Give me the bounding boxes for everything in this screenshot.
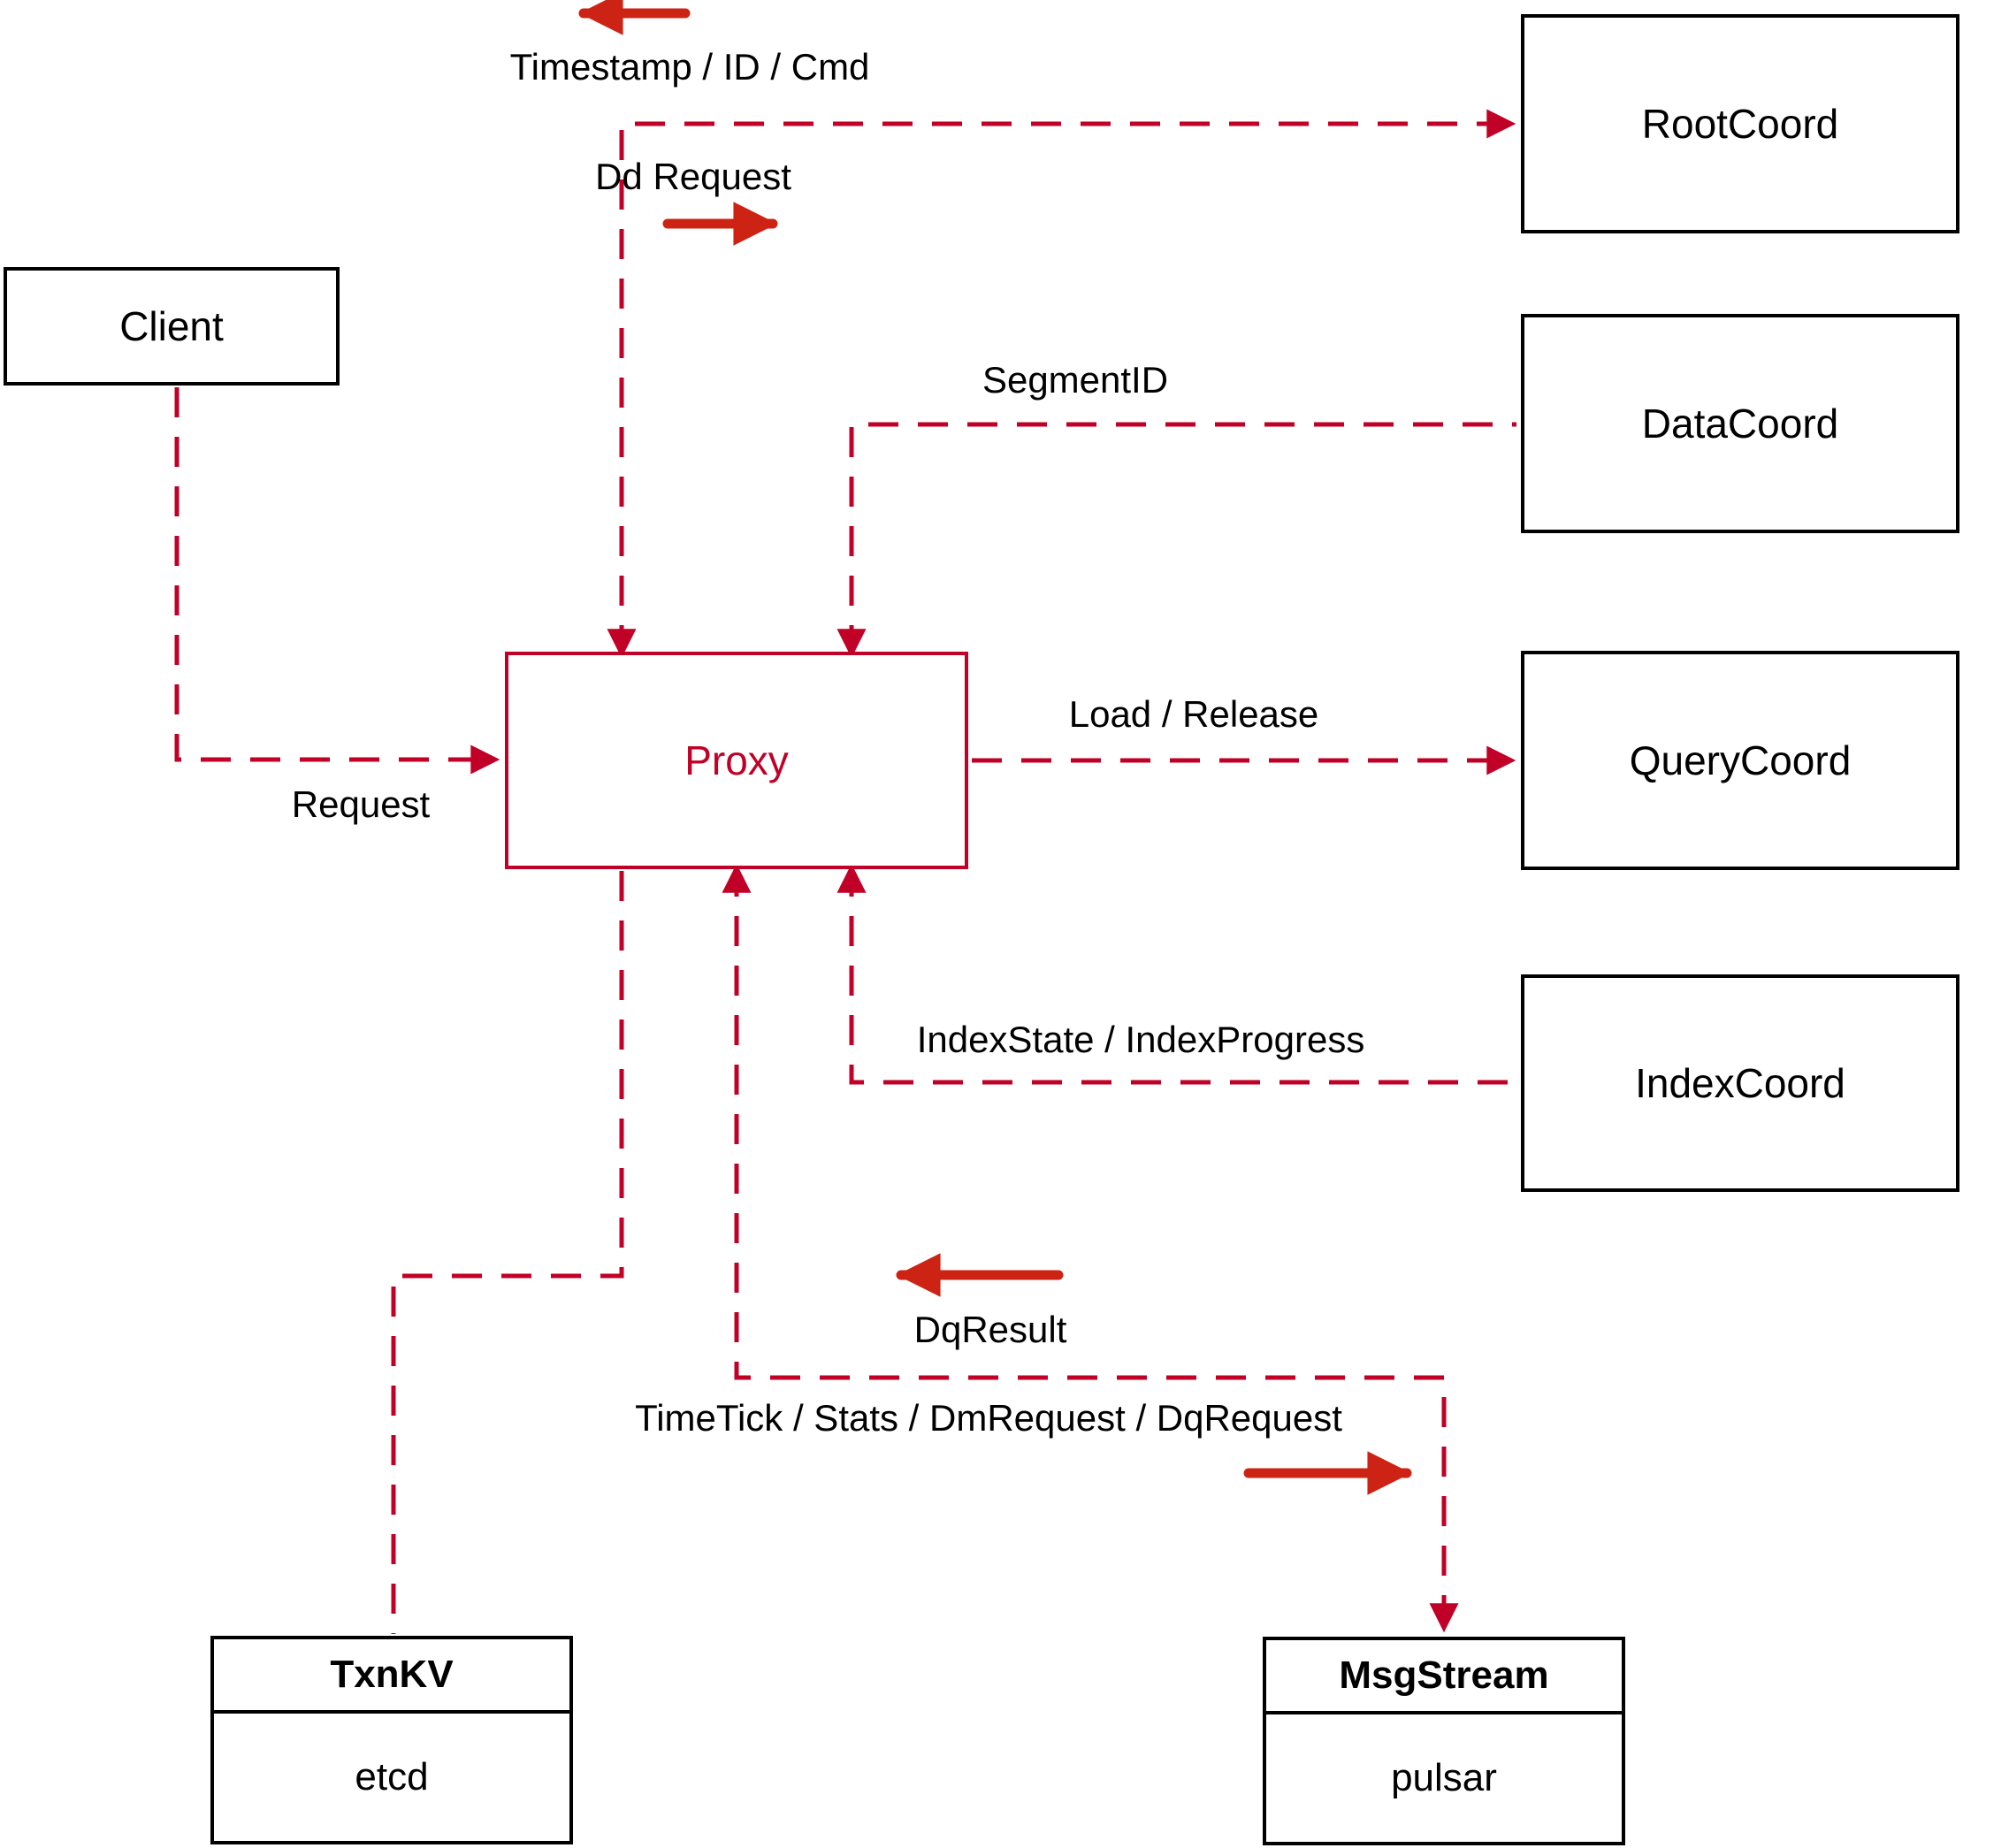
indexcoord-node: IndexCoord: [1521, 974, 1959, 1192]
edge-label-timetick-stats: TimeTick / Stats / DmRequest / DqRequest: [635, 1397, 1342, 1439]
edge-proxy-rootcoord: [607, 109, 1516, 659]
edge-label-segment-id: SegmentID: [982, 359, 1169, 401]
querycoord-node: QueryCoord: [1521, 651, 1959, 870]
msgstream-node: MsgStream pulsar: [1263, 1637, 1625, 1845]
rootcoord-node: RootCoord: [1521, 14, 1959, 233]
edge-label-timestamp-id-cmd: Timestamp / ID / Cmd: [509, 46, 870, 88]
txnkv-title: TxnKV: [214, 1639, 569, 1714]
edge-label-dd-request: Dd Request: [595, 156, 791, 197]
client-node: Client: [4, 267, 340, 386]
querycoord-label: QueryCoord: [1629, 737, 1852, 783]
edge-proxy-txnkv: [391, 871, 624, 1634]
edge-datacoord-proxy: [836, 422, 1516, 659]
edge-proxy-msgstream: [722, 863, 1459, 1633]
msgstream-title: MsgStream: [1266, 1640, 1622, 1714]
datacoord-label: DataCoord: [1641, 401, 1839, 447]
edge-label-load-release: Load / Release: [1068, 693, 1319, 735]
edge-label-indexstate-indexprogress: IndexState / IndexProgress: [916, 1019, 1365, 1060]
datacoord-node: DataCoord: [1521, 314, 1959, 533]
txnkv-impl: etcd: [355, 1755, 429, 1798]
edge-label-dqresult: DqResult: [913, 1309, 1067, 1350]
proxy-label: Proxy: [684, 737, 789, 783]
client-label: Client: [119, 303, 224, 349]
edge-label-request: Request: [291, 783, 431, 825]
txnkv-node: TxnKV etcd: [210, 1636, 573, 1844]
indexcoord-label: IndexCoord: [1635, 1060, 1845, 1106]
edge-client-proxy: [174, 387, 500, 775]
proxy-node: Proxy: [505, 652, 968, 869]
msgstream-impl: pulsar: [1391, 1756, 1497, 1799]
rootcoord-label: RootCoord: [1641, 101, 1839, 147]
